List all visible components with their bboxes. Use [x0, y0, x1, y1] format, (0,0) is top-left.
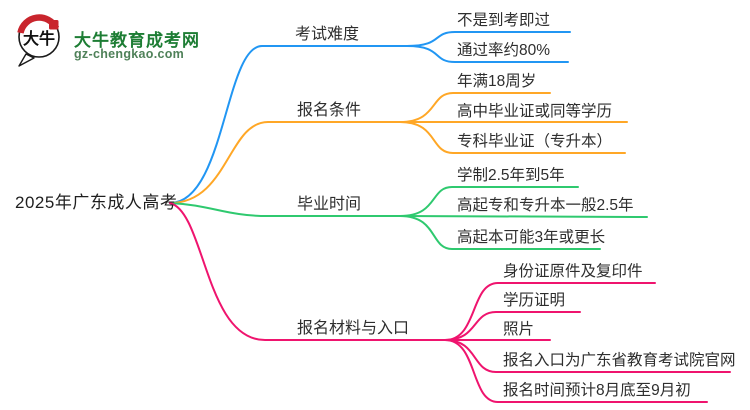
bubble-tail: [18, 53, 35, 67]
branch-node-materials-entry: 报名材料与入口: [297, 320, 410, 337]
branch-node-registration-conditions: 报名条件: [297, 102, 362, 119]
leaf-node-age-18: 年满18周岁: [457, 73, 537, 90]
leaf-node-id-card: 身份证原件及复印件: [503, 263, 643, 280]
logo-bubble-icon: 大牛: [17, 14, 60, 67]
leaf-node-2-5-years: 高起专和专升本一般2.5年: [457, 197, 634, 214]
leaf-node-pass-rate-80: 通过率约80%: [457, 42, 551, 59]
leaf-node-education-proof: 学历证明: [503, 292, 566, 309]
leaf-node-college-diploma: 专科毕业证（专升本）: [457, 133, 613, 150]
root-node: 2025年广东成人高考: [15, 193, 178, 212]
leaf-node-not-pass-by-attending: 不是到考即过: [457, 12, 551, 29]
logo-title: 大牛教育成考网: [74, 31, 200, 50]
leaf-node-registration-time: 报名时间预计8月底至9月初: [503, 382, 691, 399]
leaf-node-3-years-or-more: 高起本可能3年或更长: [457, 229, 606, 246]
branch-lines-materials-entry: [169, 202, 731, 403]
logo-icon-text: 大牛: [23, 29, 55, 48]
branch-node-graduation-time: 毕业时间: [297, 196, 362, 213]
red-seal: [49, 20, 59, 30]
leaf-node-photo: 照片: [503, 321, 535, 338]
site-logo[interactable]: 大牛 大牛教育成考网 gz-chengkao.com: [12, 8, 232, 67]
leaf-node-study-length: 学制2.5年到5年: [457, 167, 565, 184]
logo-url[interactable]: gz-chengkao.com: [74, 47, 185, 61]
leaf-node-highschool-diploma: 高中毕业证或同等学历: [457, 103, 613, 120]
leaf-node-entry-official-site: 报名入口为广东省教育考试院官网: [503, 352, 736, 369]
branch-node-exam-difficulty: 考试难度: [295, 26, 360, 43]
